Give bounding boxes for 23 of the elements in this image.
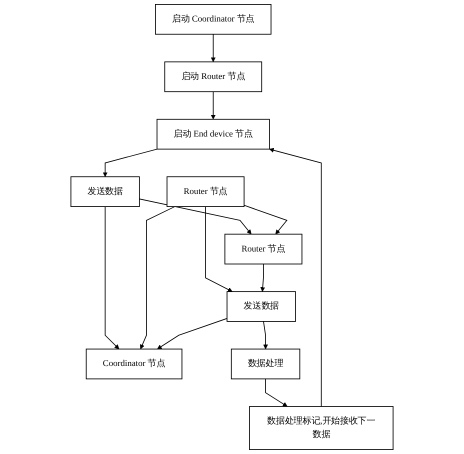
arrow [157,318,228,350]
arrow [205,206,233,292]
arrow [102,148,158,177]
arrow [104,206,120,350]
node-box: Coordinator 节点 [86,348,182,380]
arrow [260,264,266,292]
node-box: 启动 Router 节点 [164,61,262,92]
arrow [263,321,268,350]
arrow [138,198,252,234]
node-box: 启动 Coordinator 节点 [155,4,272,35]
arrow [140,206,176,350]
node-box: Router 节点 [166,176,244,207]
node-box: 发送数据 [226,291,296,322]
arrow [244,204,288,234]
arrow [210,91,216,120]
node-box: 数据处理 [230,348,300,380]
arrow [265,378,288,407]
arrow [269,148,322,407]
node-box: Router 节点 [224,234,302,264]
node-box: 数据处理标记,开始接收下一数据 [249,406,394,450]
node-box: 启动 End device 节点 [156,118,270,150]
node-box: 发送数据 [70,176,140,207]
arrow [210,34,216,62]
